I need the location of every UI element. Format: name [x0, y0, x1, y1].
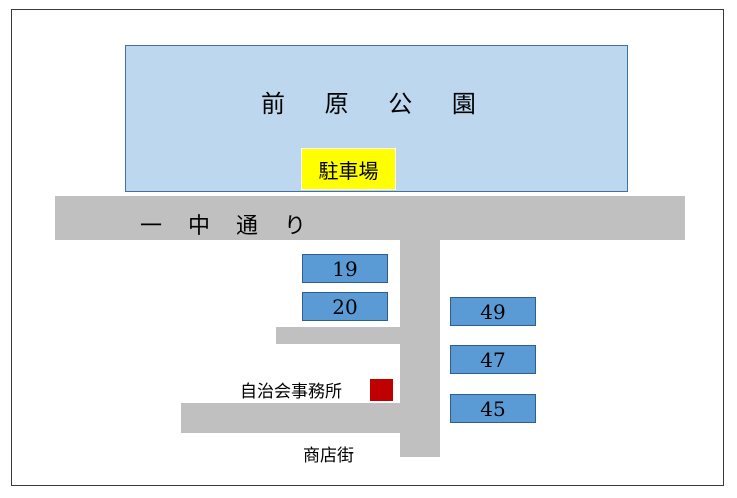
office-marker [370, 379, 393, 401]
main-road-label: 一中通り [140, 214, 333, 239]
lower-side-road [181, 403, 400, 433]
lot-45: 45 [450, 394, 536, 423]
lot-49: 49 [450, 297, 536, 326]
shopping-street-label: 商店街 [303, 446, 354, 466]
main-road [55, 196, 685, 240]
lot-19: 19 [302, 254, 388, 283]
lot-20: 20 [302, 292, 388, 321]
vertical-road [400, 240, 440, 457]
lot-47: 47 [450, 345, 536, 374]
office-label: 自治会事務所 [240, 382, 342, 402]
upper-side-road [276, 327, 400, 344]
parking-lot: 駐車場 [301, 148, 396, 190]
park-name: 前 原 公 園 [261, 90, 492, 118]
